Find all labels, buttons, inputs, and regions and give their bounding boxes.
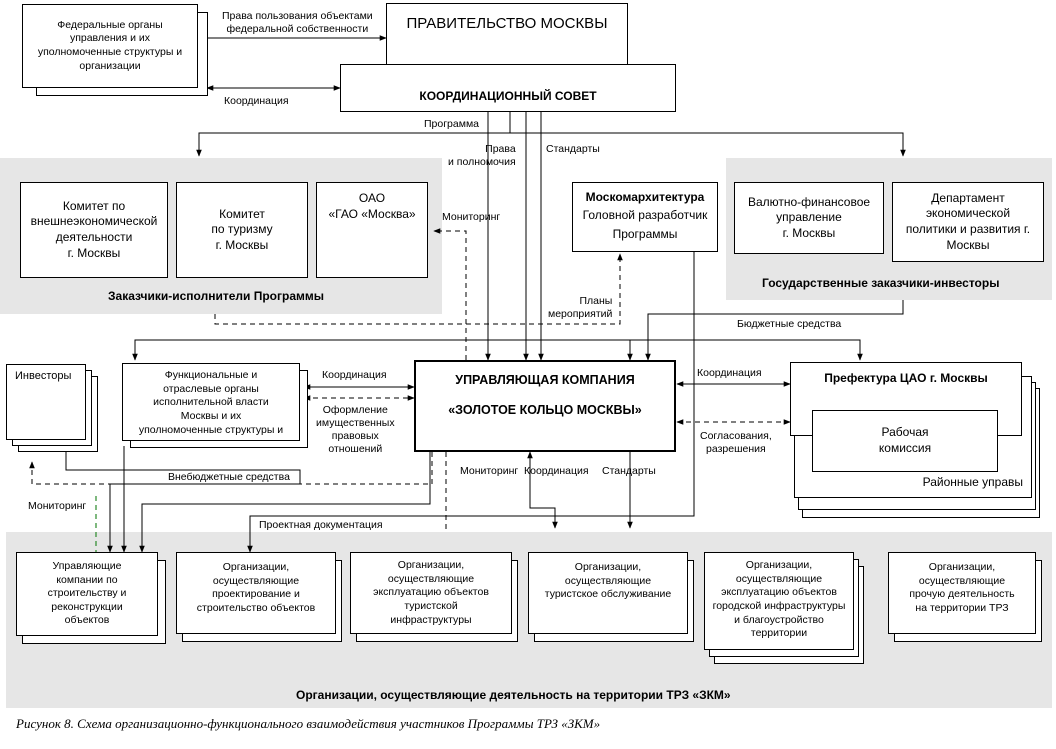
moskomarch-text: Головной разработчик Программы — [582, 207, 708, 241]
label-standards-top: Стандарты — [546, 143, 600, 155]
label-project-docs: Проектная документация — [259, 519, 383, 531]
currency-finance-box: Валютно-финансовое управление г. Москвы — [734, 182, 884, 254]
org-city-infra-text: Организации, осуществляющие эксплуатацию… — [712, 559, 846, 640]
label-program: Программа — [424, 118, 480, 130]
gao-moscow-text: ОАО «ГАО «Москва» — [328, 191, 416, 221]
label-coordination-left: Координация — [322, 369, 387, 381]
org-tourist-service-box: Организации, осуществляющие туристское о… — [528, 552, 688, 634]
council-title: КООРДИНАЦИОННЫЙ СОВЕТ — [419, 89, 597, 104]
federal-organs-box: Федеральные органы управления и их уполн… — [22, 4, 198, 88]
label-coordination-right: Координация — [697, 367, 762, 379]
label-monitoring-top: Мониторинг — [442, 211, 501, 223]
district-councils-text: Районные управы — [922, 475, 1023, 490]
commission-box: Рабочая комиссия — [812, 410, 998, 472]
org-design-box: Организации, осуществляющие проектирован… — [176, 552, 336, 634]
gao-moscow-box: ОАО «ГАО «Москва» — [316, 182, 428, 278]
label-plans: Планы мероприятий — [548, 295, 613, 321]
moskomarch-box: Москомархитектура Головной разработчик П… — [572, 182, 718, 252]
commission-text: Рабочая комиссия — [878, 425, 932, 455]
label-coordination-top: Координация — [224, 95, 289, 107]
label-rights-federal: Права пользования объектами федеральной … — [222, 10, 373, 36]
label-registration: Оформление имущественных правовых отноше… — [316, 404, 395, 456]
government-title: ПРАВИТЕЛЬСТВО МОСКВЫ — [406, 15, 608, 32]
functional-organs-text: Функциональные и отраслевые органы испол… — [138, 369, 284, 436]
currency-finance-text: Валютно-финансовое управление г. Москвы — [747, 194, 871, 240]
org-construction-companies-text: Управляющие компании по строительству и … — [47, 559, 127, 627]
org-design-text: Организации, осуществляющие проектирован… — [196, 561, 316, 614]
moskomarch-title: Москомархитектура — [585, 190, 705, 205]
label-standards-bottom: Стандарты — [602, 465, 656, 477]
investors-box: Инвесторы — [6, 364, 86, 440]
functional-organs-box: Функциональные и отраслевые органы испол… — [122, 363, 300, 441]
economic-policy-box: Департамент экономической политики и раз… — [892, 182, 1044, 262]
committee-fea-box: Комитет по внешнеэкономической деятельно… — [20, 182, 168, 278]
council-box: КООРДИНАЦИОННЫЙ СОВЕТ — [340, 64, 676, 112]
investors-text: Инвесторы — [15, 370, 72, 382]
org-tourist-service-text: Организации, осуществляющие туристское о… — [544, 561, 672, 601]
label-budget: Бюджетные средства — [737, 318, 842, 330]
economic-policy-text: Департамент экономической политики и раз… — [905, 190, 1031, 252]
org-tourist-infra-text: Организации, осуществляющие эксплуатацию… — [373, 559, 489, 626]
prefecture-text: Префектура ЦАО г. Москвы — [824, 371, 988, 385]
figure-caption: Рисунок 8. Схема организационно-функцион… — [16, 716, 601, 731]
label-extrabudget: Внебюджетные средства — [168, 471, 290, 483]
org-city-infra-box: Организации, осуществляющие эксплуатацию… — [704, 552, 854, 650]
label-monitoring-left: Мониторинг — [28, 500, 87, 512]
org-tourist-infra-box: Организации, осуществляющие эксплуатацию… — [350, 552, 512, 634]
managing-company-line2: «ЗОЛОТОЕ КОЛЬЦО МОСКВЫ» — [448, 403, 642, 418]
org-construction-companies-box: Управляющие компании по строительству и … — [16, 552, 158, 636]
label-monitoring-bottom: Мониторинг — [460, 465, 519, 477]
label-rights: Права и полномочия — [448, 143, 516, 169]
customers-zone-title: Заказчики-исполнители Программы — [108, 289, 324, 303]
managing-company-box: УПРАВЛЯЮЩАЯ КОМПАНИЯ «ЗОЛОТОЕ КОЛЬЦО МОС… — [414, 360, 676, 452]
committee-tourism-box: Комитет по туризму г. Москвы — [176, 182, 308, 278]
org-other-box: Организации, осуществляющие прочую деяте… — [888, 552, 1036, 634]
committee-fea-text: Комитет по внешнеэкономической деятельно… — [30, 198, 158, 260]
committee-tourism-text: Комитет по туризму г. Москвы — [211, 206, 273, 252]
org-other-text: Организации, осуществляющие прочую деяте… — [909, 561, 1015, 614]
organizations-zone-title: Организации, осуществляющие деятельность… — [296, 688, 731, 702]
label-approvals: Согласования, разрешения — [700, 430, 772, 456]
managing-company-line1: УПРАВЛЯЮЩАЯ КОМПАНИЯ — [455, 373, 635, 387]
government-box: ПРАВИТЕЛЬСТВО МОСКВЫ — [386, 3, 628, 75]
state-zone-title: Государственные заказчики-инвесторы — [762, 276, 1000, 290]
federal-organs-text: Федеральные органы управления и их уполн… — [37, 18, 183, 72]
label-coordination-bottom: Координация — [524, 465, 589, 477]
